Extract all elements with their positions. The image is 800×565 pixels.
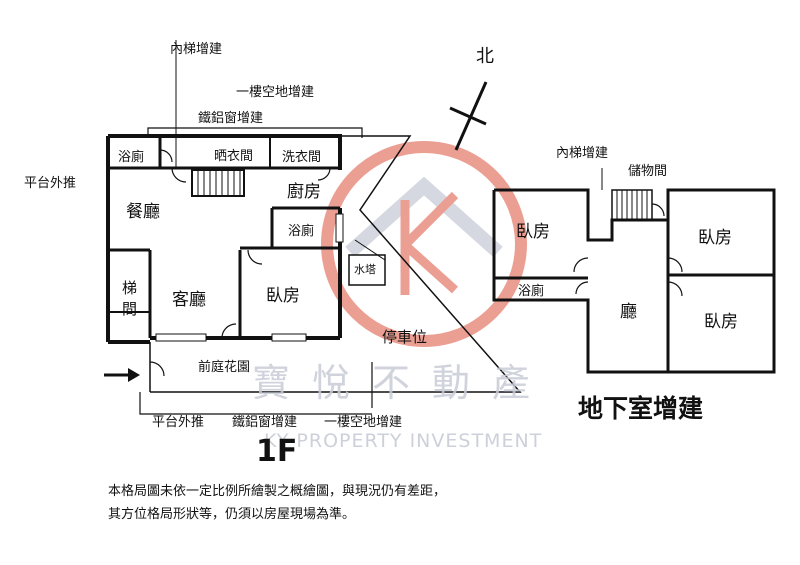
basement-room-bedroom-right-top: 臥房 bbox=[698, 228, 732, 248]
callout-platform-extension-left: 平台外推 bbox=[24, 176, 77, 191]
north-arrow-icon bbox=[449, 81, 488, 151]
callout-platform-extension-bottom: 平台外推 bbox=[152, 415, 205, 430]
basement-room-storage: 儲物間 bbox=[628, 164, 668, 179]
window-addition-outline bbox=[147, 127, 363, 138]
room-bedroom: 臥房 bbox=[266, 286, 300, 306]
callout-aluminum-window-addition-top: 鐵鋁窗增建 bbox=[198, 111, 264, 126]
platform-extension-outline bbox=[139, 392, 372, 415]
room-bathroom-mid: 浴廁 bbox=[288, 224, 315, 239]
room-dining: 餐廳 bbox=[126, 202, 160, 222]
callout-ground-vacant-addition-bottom: 一樓空地增建 bbox=[324, 415, 403, 430]
callout-inner-stair-addition: 內梯增建 bbox=[170, 42, 223, 57]
basement-room-bathroom: 浴廁 bbox=[518, 284, 545, 299]
callout-aluminum-window-addition-bottom: 鐵鋁窗增建 bbox=[232, 415, 298, 430]
basement-callout-inner-stair: 內梯增建 bbox=[556, 146, 609, 161]
room-front-garden: 前庭花園 bbox=[198, 360, 251, 375]
watermark-chinese: 寶悅不動產 bbox=[252, 361, 553, 405]
room-parking: 停車位 bbox=[382, 328, 428, 346]
room-water-tower: 水塔 bbox=[354, 263, 376, 276]
basement-room-bedroom-left: 臥房 bbox=[516, 222, 550, 242]
room-kitchen: 廚房 bbox=[287, 182, 321, 202]
callout-ground-vacant-addition-top: 一樓空地增建 bbox=[236, 85, 315, 100]
room-stairs: 梯間 bbox=[122, 279, 138, 318]
watermark-logo bbox=[321, 141, 527, 347]
disclaimer-line-1: 本格局圖未依一定比例所繪製之概繪圖，與現況仍有差距， bbox=[108, 484, 447, 499]
disclaimer-line-2: 其方位格局形狀等，仍須以房屋現場為準。 bbox=[108, 507, 356, 522]
room-bathroom-top: 浴廁 bbox=[118, 150, 145, 165]
floor-label-1f: 1F bbox=[256, 434, 298, 469]
room-drying: 晒衣間 bbox=[214, 149, 254, 164]
water-tower-box bbox=[348, 254, 386, 286]
plan-basement bbox=[492, 168, 776, 374]
basement-title: 地下室增建 bbox=[578, 394, 704, 423]
north-label: 北 bbox=[476, 46, 494, 67]
basement-room-hall: 廳 bbox=[620, 302, 637, 322]
room-living: 客廳 bbox=[172, 290, 206, 310]
plan-1f bbox=[106, 40, 522, 415]
parking-lot-outline bbox=[340, 135, 522, 393]
room-laundry: 洗衣間 bbox=[282, 150, 322, 165]
watermark-english: KY PROPERTY INVESTMENT bbox=[264, 430, 543, 452]
basement-room-bedroom-right-bottom: 臥房 bbox=[704, 312, 738, 332]
entrance-arrow-icon bbox=[104, 368, 140, 382]
